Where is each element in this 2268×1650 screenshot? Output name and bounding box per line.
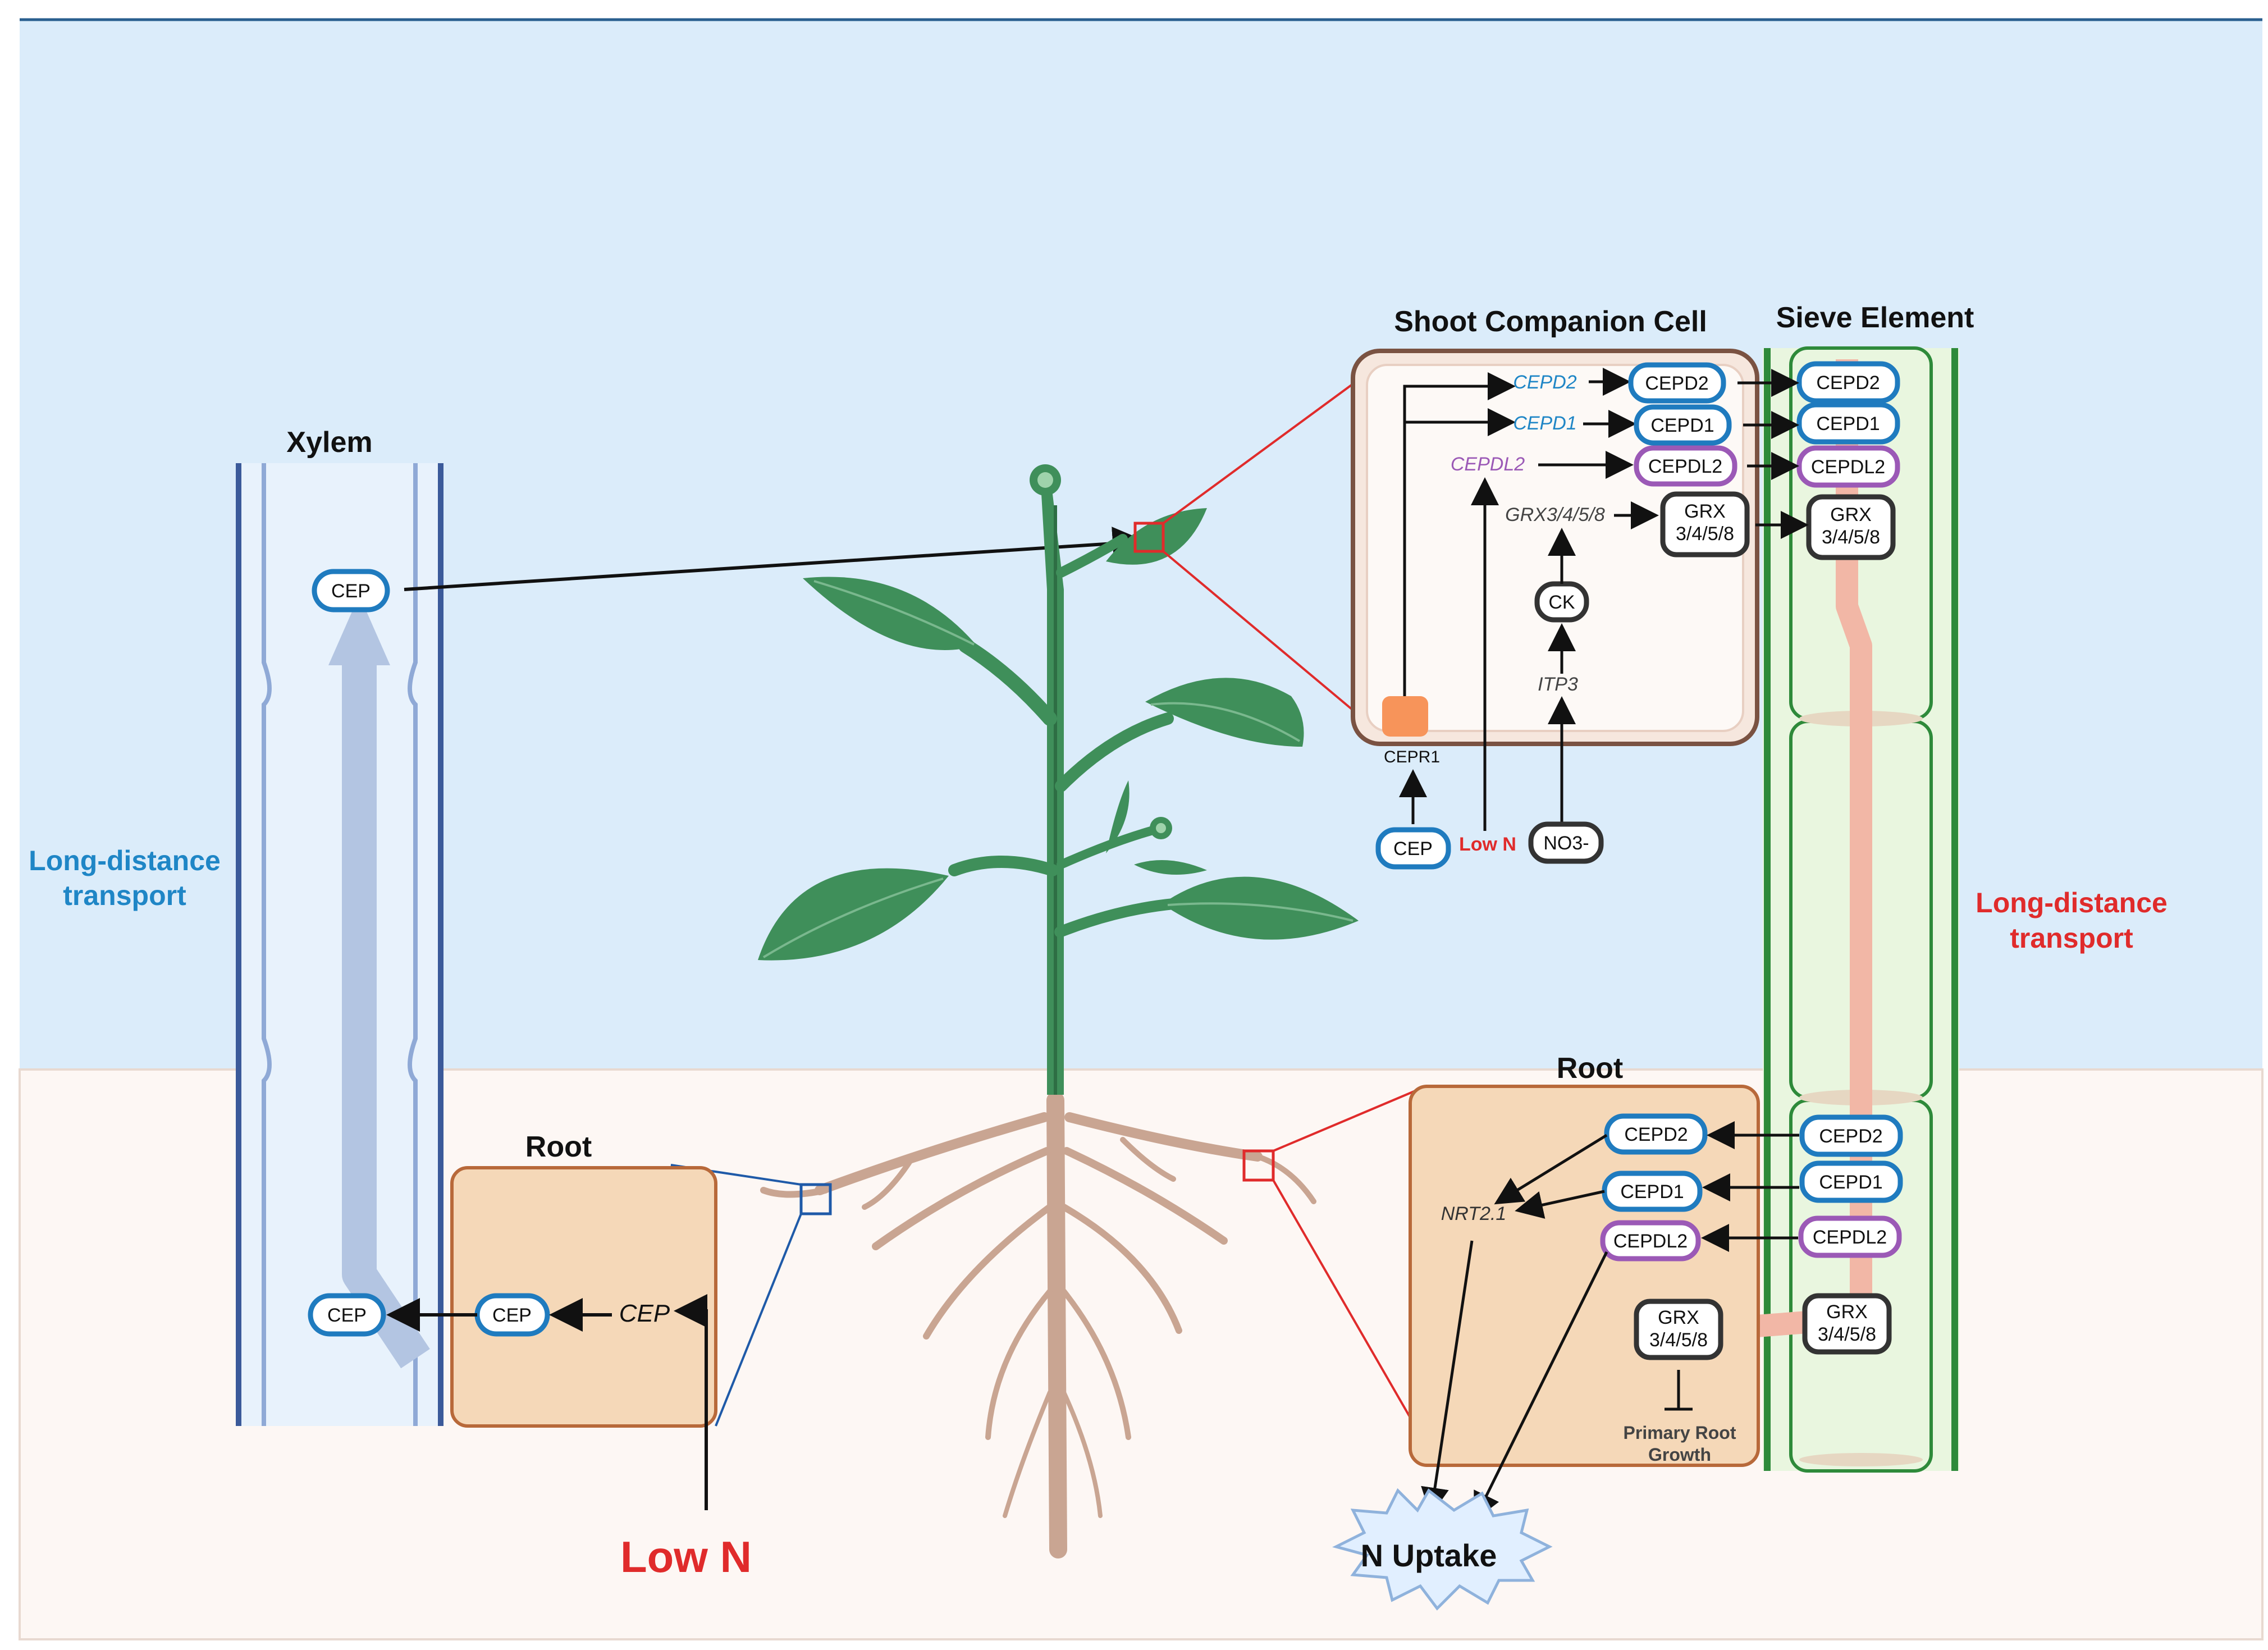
root-left-cep-gene: CEP — [619, 1300, 670, 1327]
sieve-cepd2-bottom-label: CEPD2 — [1819, 1126, 1882, 1147]
long-distance-label-left: Long-distance — [29, 845, 221, 876]
xylem-cep-top-label: CEP — [331, 581, 371, 602]
sieve-grx-bottom-label-1: GRX — [1826, 1301, 1868, 1323]
xylem-vessel — [236, 463, 443, 1426]
shoot-cepd1-pill — [1634, 404, 1732, 446]
shoot-cepdl2-label: CEPDL2 — [1648, 456, 1722, 477]
root-grx-pill — [1634, 1299, 1723, 1360]
sieve-grx-bottom-pill — [1802, 1293, 1892, 1355]
root-right-zoom-marker — [1242, 1149, 1275, 1182]
sieve-cepd2-top-pill — [1796, 361, 1900, 404]
shoot-grx-pill — [1660, 491, 1750, 557]
sieve-cepdl2-top-pill — [1796, 445, 1900, 488]
root-cepd1-label: CEPD1 — [1620, 1181, 1684, 1203]
root-cepdl2-label: CEPDL2 — [1613, 1231, 1688, 1252]
shoot-cepd2-pill — [1628, 362, 1726, 404]
sieve-grx-top-label-1: GRX — [1830, 504, 1872, 525]
root-left-box — [450, 1166, 717, 1428]
shoot-cep-label: CEP — [1393, 838, 1433, 860]
shoot-cepd2-label: CEPD2 — [1645, 373, 1708, 394]
sieve-cepd1-bottom-label: CEPD1 — [1819, 1172, 1882, 1193]
xylem-to-leaf-arrow — [404, 527, 1146, 591]
sieve-cepdl2-bottom-label: CEPDL2 — [1813, 1227, 1887, 1248]
sieve-cepdl2-bottom-pill — [1798, 1215, 1902, 1258]
xylem-cep-bottom-label: CEP — [327, 1305, 367, 1326]
transport-label-right: transport — [2010, 922, 2133, 954]
gene-cepdl2: CEPDL2 — [1451, 454, 1525, 475]
leaf-zoom-marker — [1133, 522, 1165, 553]
shoot-cep-pill — [1375, 827, 1451, 870]
sieve-grx-top-label-2: 3/4/5/8 — [1822, 527, 1880, 548]
sieve-cepd1-top-pill — [1796, 402, 1900, 445]
root-right-box — [1409, 1085, 1760, 1467]
root-cepdl2-pill — [1600, 1220, 1701, 1262]
primary-root-label-1: Primary Root — [1624, 1423, 1736, 1443]
plant-illustration — [758, 464, 1359, 1558]
sieve-grx-bottom-label-2: 3/4/5/8 — [1818, 1324, 1876, 1345]
shoot-cepdl2-pill — [1634, 445, 1737, 487]
root-grx-label-1: GRX — [1658, 1307, 1699, 1328]
sieve-grx-top-pill — [1806, 494, 1896, 560]
root-left-title: Root — [525, 1131, 592, 1163]
sieve-element — [1695, 346, 1959, 1473]
gene-nrt: NRT2.1 — [1441, 1203, 1507, 1224]
root-left-zoom-marker — [799, 1183, 832, 1215]
no3-pill — [1528, 821, 1604, 864]
ck-label: CK — [1548, 592, 1575, 613]
no3-label: NO3- — [1543, 833, 1589, 854]
root-right-title: Root — [1557, 1052, 1623, 1085]
shoot-grx-label-2: 3/4/5/8 — [1676, 523, 1734, 545]
root-cepd2-label: CEPD2 — [1624, 1124, 1688, 1145]
low-n-big-label: Low N — [620, 1532, 752, 1582]
n-uptake-label: N Uptake — [1361, 1538, 1497, 1573]
transport-label-left: transport — [63, 880, 186, 911]
root-cepd2-pill — [1604, 1113, 1708, 1155]
root-grx-label-2: 3/4/5/8 — [1649, 1329, 1708, 1351]
sieve-element-title: Sieve Element — [1776, 301, 1974, 334]
gene-cepd2: CEPD2 — [1513, 372, 1576, 393]
gene-cepd1: CEPD1 — [1513, 413, 1576, 434]
sieve-cepd1-bottom-pill — [1799, 1160, 1903, 1203]
cepr1-receptor — [1382, 696, 1428, 737]
primary-root-label-2: Growth — [1648, 1445, 1711, 1465]
shoot-companion-cell-title: Shoot Companion Cell — [1394, 305, 1707, 338]
xylem-cep-top-pill — [312, 569, 390, 613]
n-uptake-burst — [1332, 1488, 1553, 1611]
long-distance-label-right: Long-distance — [1976, 887, 2168, 918]
sieve-cepd2-top-label: CEPD2 — [1816, 372, 1880, 394]
gene-itp3: ITP3 — [1538, 674, 1578, 695]
gene-grx: GRX3/4/5/8 — [1505, 504, 1605, 525]
root-left-cep-label: CEP — [492, 1305, 532, 1326]
shoot-cepd1-label: CEPD1 — [1650, 415, 1714, 436]
sieve-cepd1-top-label: CEPD1 — [1816, 413, 1880, 435]
low-n-small-label: Low N — [1459, 834, 1516, 855]
xylem-title: Xylem — [286, 426, 372, 459]
sieve-cepd2-bottom-pill — [1799, 1114, 1903, 1157]
cepr1-label: CEPR1 — [1384, 748, 1440, 766]
xylem-cep-bottom-pill — [308, 1293, 386, 1337]
shoot-grx-label-1: GRX — [1684, 501, 1726, 522]
sieve-cepdl2-top-label: CEPDL2 — [1811, 456, 1885, 478]
